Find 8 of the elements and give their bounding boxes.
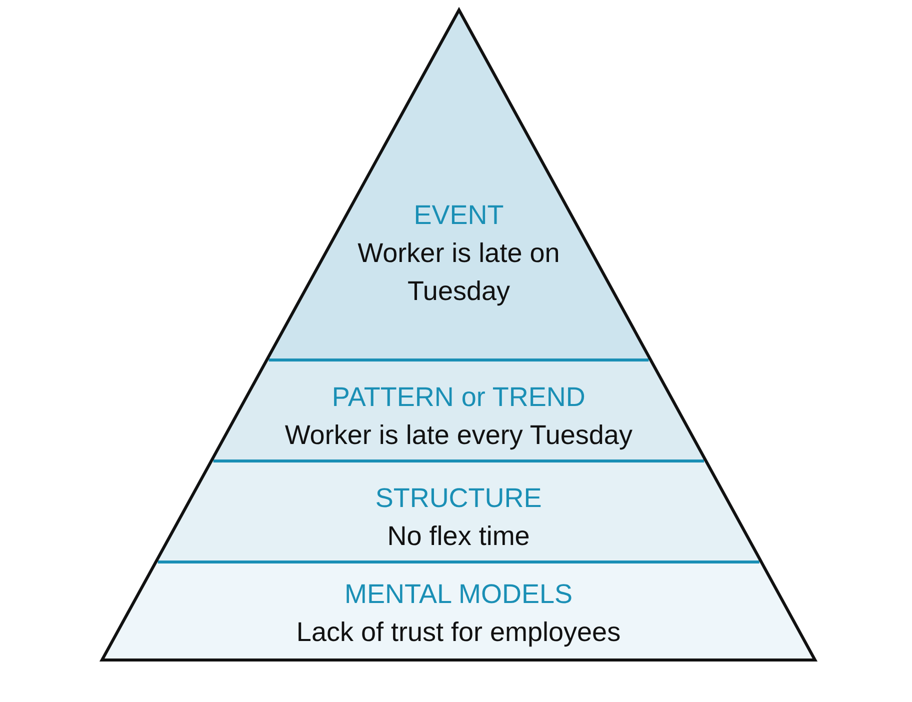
- tier-description: No flex time: [386, 520, 531, 553]
- tier-heading: STRUCTURE: [375, 482, 542, 515]
- tier-description: Worker is late every Tuesday: [284, 419, 634, 452]
- tier-description: Worker is late on Tuesday: [356, 237, 561, 308]
- tier-heading: PATTERN or TREND: [332, 381, 586, 414]
- tier-heading: MENTAL MODELS: [344, 578, 573, 611]
- tier-heading: EVENT: [414, 199, 504, 232]
- tier-description: Lack of trust for employees: [295, 616, 622, 649]
